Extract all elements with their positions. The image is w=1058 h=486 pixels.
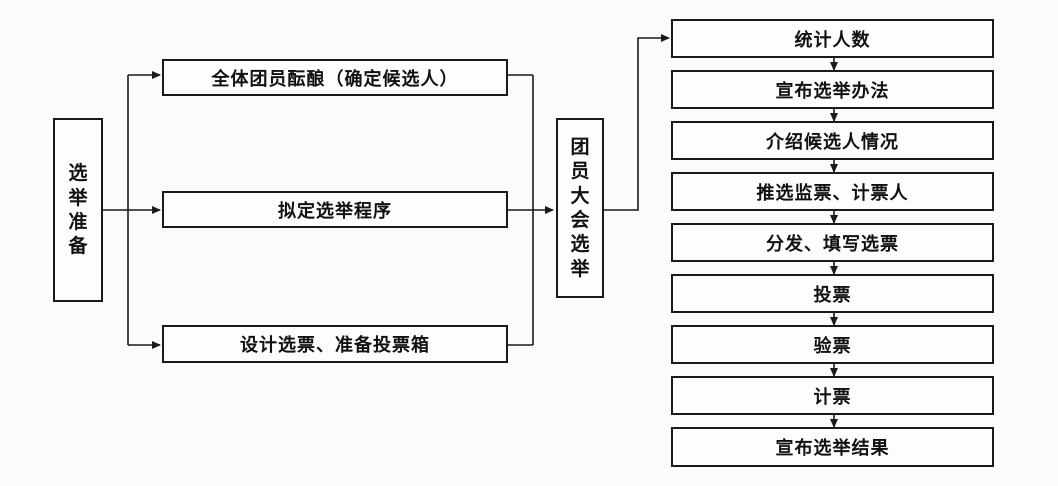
arrow-to-steps: [603, 34, 670, 211]
step-box-7: 验票: [671, 325, 994, 364]
step-label-1: 统计人数: [794, 29, 871, 51]
step-label-9: 宣布选举结果: [775, 438, 890, 459]
task-box-3: 设计选票、准备投票箱: [162, 325, 508, 363]
step-box-8: 计票: [671, 376, 994, 415]
step-box-1: 统计人数: [671, 19, 994, 58]
task-label-1: 全体团员酝酿（确定候选人）: [211, 68, 459, 90]
step-box-6: 投票: [671, 274, 994, 313]
task-box-1: 全体团员酝酿（确定候选人）: [162, 59, 508, 96]
step-label-4: 推选监票、计票人: [756, 182, 909, 204]
step-box-3: 介绍候选人情况: [671, 121, 994, 160]
task-label-3: 设计选票、准备投票箱: [240, 335, 430, 356]
step-label-2: 宣布选举办法: [775, 80, 890, 102]
prep-box: 选举准备: [53, 118, 103, 302]
step-label-6: 投票: [813, 284, 852, 306]
prep-label: 选举准备: [68, 162, 88, 258]
step-label-8: 计票: [813, 386, 852, 408]
step-box-9: 宣布选举结果: [671, 427, 994, 467]
task-label-2: 拟定选举程序: [278, 200, 392, 222]
step-box-5: 分发、填写选票: [671, 223, 994, 262]
meeting-box: 团员大会选举: [556, 118, 604, 298]
step-box-4: 推选监票、计票人: [671, 172, 994, 211]
step-label-5: 分发、填写选票: [766, 233, 899, 255]
step-box-2: 宣布选举办法: [671, 70, 994, 109]
task-box-2: 拟定选举程序: [162, 191, 508, 228]
meeting-label: 团员大会选举: [570, 136, 590, 280]
step-label-7: 验票: [813, 335, 852, 357]
step-label-3: 介绍候选人情况: [766, 131, 899, 153]
